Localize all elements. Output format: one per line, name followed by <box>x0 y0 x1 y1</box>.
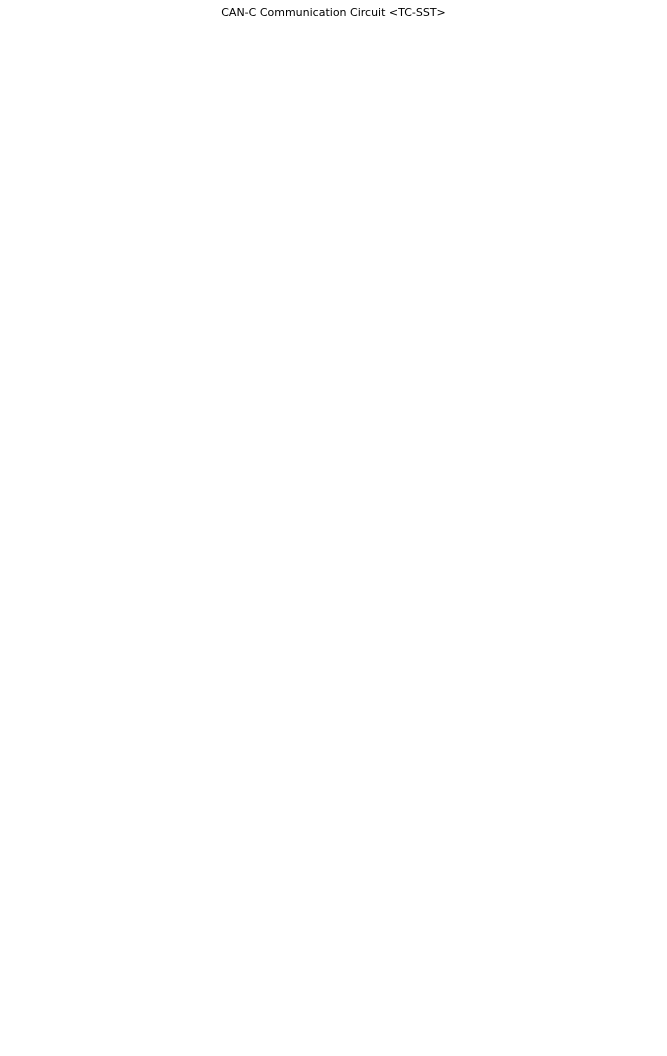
diagram-title: CAN-C Communication Circuit <TC-SST> <box>221 6 446 19</box>
